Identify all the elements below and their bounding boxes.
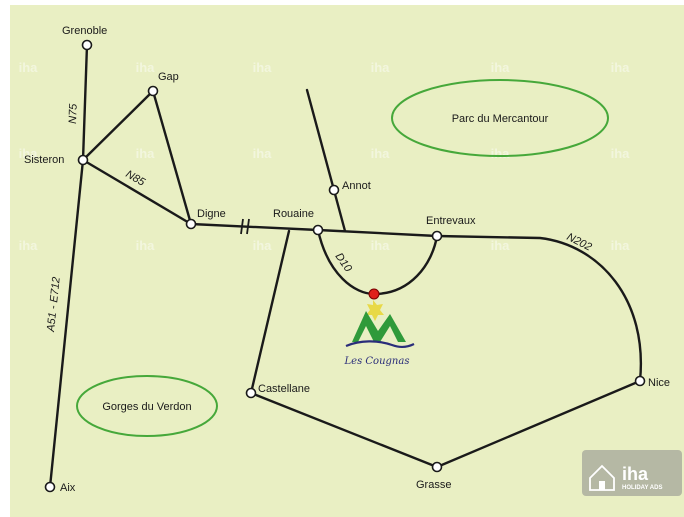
watermark-text: iha	[491, 146, 511, 161]
town-marker-sisteron	[77, 154, 89, 166]
badge-subtext: HOLIDAY ADS	[622, 485, 662, 491]
watermark-text: iha	[491, 238, 511, 253]
zone-outline-verdon	[76, 375, 218, 437]
road-rouaine-entrevaux	[316, 228, 439, 238]
zone-outline-mercantour	[391, 79, 609, 157]
road-n75	[81, 43, 89, 162]
watermark-text: iha	[371, 60, 391, 75]
town-label-grenoble: Grenoble	[62, 25, 107, 37]
watermark-text: iha	[253, 146, 273, 161]
zone-label-verdon: Gorges du Verdon	[102, 401, 191, 413]
watermark-text: iha	[136, 146, 156, 161]
watermark-text: iha	[491, 60, 511, 75]
town-label-sisteron: Sisteron	[24, 154, 64, 166]
road-castellane-grasse	[249, 391, 439, 469]
town-label-rouaine: Rouaine	[273, 208, 314, 220]
town-label-digne: Digne	[197, 208, 226, 220]
road-gap-digne	[151, 89, 193, 226]
road-castellane	[249, 229, 291, 395]
road-sisteron-gap	[81, 89, 155, 162]
road-break-marks	[240, 218, 250, 235]
town-marker-castellane	[245, 387, 257, 399]
town-label-annot: Annot	[342, 180, 371, 192]
watermark-text: iha	[136, 60, 156, 75]
town-marker-grasse	[431, 461, 443, 473]
house-iha-icon	[582, 450, 682, 496]
watermark-text: iha	[19, 238, 39, 253]
town-marker-aix	[44, 481, 56, 493]
mountain-sun-icon	[345, 300, 415, 348]
watermark-text: iha	[371, 146, 391, 161]
watermark-text: iha	[19, 146, 39, 161]
road-annot	[305, 88, 347, 233]
town-marker-digne	[185, 218, 197, 230]
town-label-gap: Gap	[158, 71, 179, 83]
town-marker-grenoble	[81, 39, 93, 51]
road-grasse-nice	[435, 379, 642, 469]
town-label-grasse: Grasse	[416, 479, 451, 491]
town-label-aix: Aix	[60, 482, 76, 494]
watermark-text: iha	[253, 60, 273, 75]
badge-text: iha	[622, 464, 649, 484]
watermark-text: iha	[611, 146, 631, 161]
destination-marker	[368, 288, 380, 300]
watermark-grid: iha iha iha iha iha iha iha iha iha iha iha iha iha i…	[19, 60, 631, 253]
town-label-nice: Nice	[648, 377, 670, 389]
zone-label-mercantour: Parc du Mercantour	[452, 113, 549, 125]
road-label-a51: A51 - E712	[45, 276, 63, 333]
town-marker-gap	[147, 85, 159, 97]
watermark-text: iha	[19, 60, 39, 75]
watermark-text: iha	[253, 238, 273, 253]
town-marker-rouaine	[312, 224, 324, 236]
watermark-text: iha	[371, 238, 391, 253]
road-digne-rouaine	[189, 222, 320, 232]
watermark-text: iha	[136, 238, 156, 253]
road-label-n75: N75	[67, 103, 80, 124]
town-label-entrevaux: Entrevaux	[426, 215, 476, 227]
town-marker-entrevaux	[431, 230, 443, 242]
road-n202	[435, 234, 643, 383]
road-a51	[48, 158, 85, 489]
town-marker-annot	[328, 184, 340, 196]
watermark-text: iha	[611, 60, 631, 75]
road-n85	[81, 158, 193, 226]
town-label-castellane: Castellane	[258, 383, 310, 395]
watermark-text: iha	[611, 238, 631, 253]
town-marker-nice	[634, 375, 646, 387]
logo-name: Les Cougnas	[344, 356, 410, 367]
